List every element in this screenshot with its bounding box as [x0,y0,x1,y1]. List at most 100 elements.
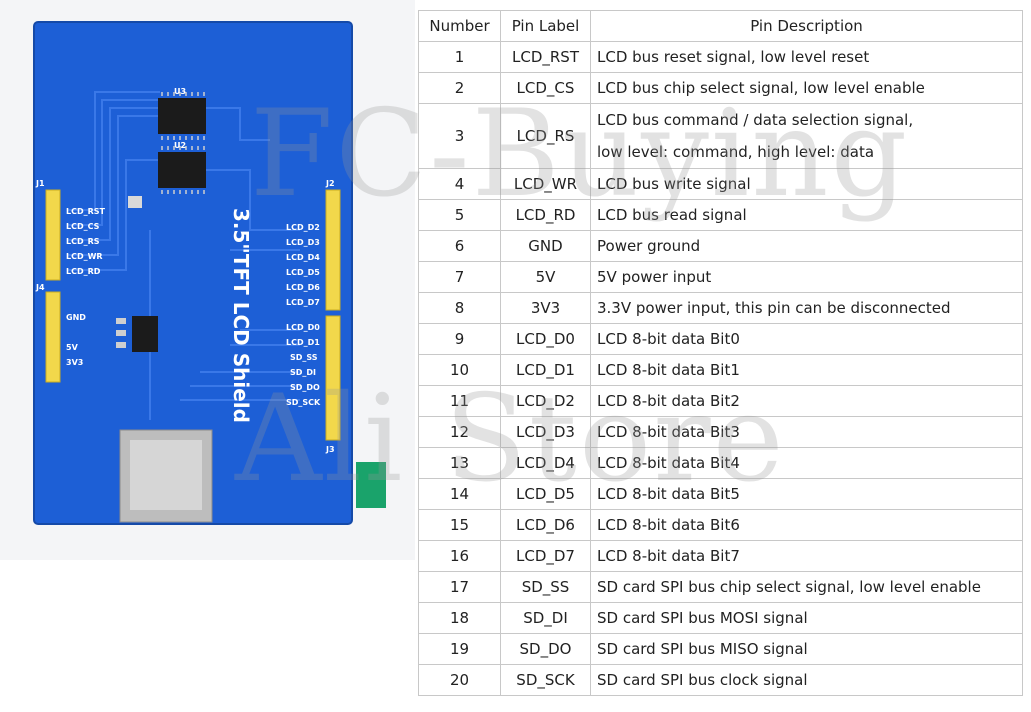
silk-pin-lcd-d5: LCD_D5 [286,268,320,277]
silk-pin-lcd-cs: LCD_CS [66,222,100,231]
pin-label-cell: SD_DI [500,602,591,634]
pin-description-cell: LCD bus reset signal, low level reset [590,41,1023,73]
pin-description-cell: LCD 8-bit data Bit6 [590,509,1023,541]
header-j1 [45,189,61,281]
pin-label-cell: LCD_D7 [500,540,591,572]
column-header-pin-description: Pin Description [590,10,1023,42]
pin-number-cell: 9 [418,323,501,355]
pin-number-cell: 12 [418,416,501,448]
pin-description-cell: 5V power input [590,261,1023,293]
pin-label-cell: SD_SCK [500,664,591,696]
silk-pin-lcd-rd: LCD_RD [66,267,101,276]
chip-label-u3: U3 [174,87,186,96]
pin-description-cell: SD card SPI bus MOSI signal [590,602,1023,634]
silk-pin-lcd-d0: LCD_D0 [286,323,320,332]
voltage-regulator [132,316,158,352]
pin-description-line: LCD 8-bit data Bit1 [597,361,740,379]
pin-label-cell: SD_DO [500,633,591,665]
pin-label-cell: 3V3 [500,292,591,324]
pin-number-cell: 15 [418,509,501,541]
pin-description-line: LCD 8-bit data Bit6 [597,516,740,534]
silk-pin-lcd-rst: LCD_RST [66,207,106,216]
pin-label-cell: LCD_D3 [500,416,591,448]
pin-description-line: SD card SPI bus clock signal [597,671,808,689]
pin-number-cell: 1 [418,41,501,73]
pin-label-cell: LCD_D1 [500,354,591,386]
pin-number-cell: 2 [418,72,501,104]
pin-description-cell: LCD 8-bit data Bit7 [590,540,1023,572]
pin-description-cell: LCD 8-bit data Bit3 [590,416,1023,448]
pin-description-line: LCD 8-bit data Bit0 [597,330,740,348]
pin-description-cell: LCD bus command / data selection signal,… [590,103,1023,169]
pin-number-cell: 19 [418,633,501,665]
pin-description-line: LCD 8-bit data Bit7 [597,547,740,565]
pin-description-cell: LCD bus read signal [590,199,1023,231]
pin-label-cell: GND [500,230,591,262]
pin-label-cell: LCD_D2 [500,385,591,417]
pin-description-cell: LCD 8-bit data Bit2 [590,385,1023,417]
connector-label-j2: J2 [325,179,335,188]
pin-label-cell: LCD_RD [500,199,591,231]
pin-description-cell: Power ground [590,230,1023,262]
silk-pin-lcd-d6: LCD_D6 [286,283,320,292]
pin-description-line: LCD 8-bit data Bit4 [597,454,740,472]
pin-description-line: LCD 8-bit data Bit2 [597,392,740,410]
pin-description-line: low level: command, high level: data [597,143,875,161]
chip-u3 [158,98,206,134]
pin-number-cell: 4 [418,168,501,200]
pin-number-cell: 16 [418,540,501,572]
pin-number-cell: 18 [418,602,501,634]
pin-description-cell: 3.3V power input, this pin can be discon… [590,292,1023,324]
silk-pin-sd-ss: SD_SS [290,353,318,362]
pcb-illustration: U3 U2 J1 J2 J3 J4 LCD_RST LCD_CS LCD_RS … [33,21,386,525]
silk-pin-gnd: GND [66,313,86,322]
header-j4 [45,291,61,383]
pin-label-cell: LCD_D0 [500,323,591,355]
pin-description-cell: LCD bus chip select signal, low level en… [590,72,1023,104]
silk-pin-lcd-d7: LCD_D7 [286,298,320,307]
capacitor [128,196,142,208]
pin-label-cell: LCD_D4 [500,447,591,479]
pin-description-line: Power ground [597,237,701,255]
pin-number-cell: 14 [418,478,501,510]
pin-description-line: 5V power input [597,268,712,286]
silk-pin-lcd-d1: LCD_D1 [286,338,320,347]
pin-label-cell: 5V [500,261,591,293]
pin-number-cell: 3 [418,103,501,169]
pin-number-cell: 6 [418,230,501,262]
silk-pin-5v: 5V [66,343,79,352]
flex-cable [356,462,386,508]
pin-description-line: LCD bus read signal [597,206,747,224]
pin-description-line: SD card SPI bus chip select signal, low … [597,578,981,596]
pin-description-line: SD card SPI bus MOSI signal [597,609,808,627]
pin-description-line: LCD bus command / data selection signal, [597,111,914,129]
chip-label-u2: U2 [174,141,186,150]
silk-pin-sd-sck: SD_SCK [286,398,321,407]
silk-pin-lcd-rs: LCD_RS [66,237,100,246]
pin-description-line: LCD bus reset signal, low level reset [597,48,870,66]
pin-description-cell: SD card SPI bus chip select signal, low … [590,571,1023,603]
pin-description-line: LCD bus chip select signal, low level en… [597,79,925,97]
pin-description-cell: SD card SPI bus clock signal [590,664,1023,696]
pin-label-cell: LCD_D5 [500,478,591,510]
pin-description-cell: LCD bus write signal [590,168,1023,200]
pin-label-cell: LCD_D6 [500,509,591,541]
connector-label-j4: J4 [35,283,45,292]
silk-pin-lcd-d2: LCD_D2 [286,223,320,232]
pin-number-cell: 5 [418,199,501,231]
pin-description-cell: LCD 8-bit data Bit4 [590,447,1023,479]
pin-description-cell: SD card SPI bus MISO signal [590,633,1023,665]
header-j3 [325,315,341,441]
pin-description-line: LCD bus write signal [597,175,751,193]
pin-description-line: LCD 8-bit data Bit3 [597,423,740,441]
